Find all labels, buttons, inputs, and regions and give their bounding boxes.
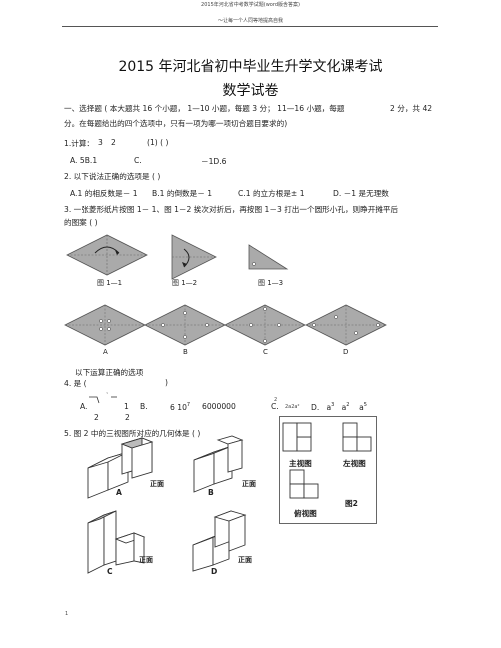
q5-front-a: 正面 <box>150 480 164 488</box>
q4-option-d-e3: 5 <box>363 402 367 408</box>
q4-option-d-e2: 2 <box>346 402 350 408</box>
q3-option-b-label: B <box>183 348 188 356</box>
q5-label-a: A <box>116 488 122 497</box>
section-intro-line1b: 2 分，共 42 <box>390 104 433 113</box>
q4-option-b-value2: 6000000 <box>202 402 236 411</box>
q3-option-a-label: A <box>103 348 108 356</box>
exam-title: 2015 年河北省初中毕业生升学文化课考试 <box>118 59 383 75</box>
q4-option-c: C. <box>271 402 279 411</box>
q3-fig-1-1 <box>66 234 148 276</box>
q3-fig-1-3-label: 图 1—3 <box>258 279 284 287</box>
q2-stem: 2. 以下说法正确的选项是 ( ) <box>64 172 161 181</box>
q5-top-view-figure <box>289 469 319 499</box>
q1-option-c: C. <box>134 156 142 165</box>
q5-main-view-figure <box>282 422 312 452</box>
q3-fig-1-1-label: 图 1—1 <box>97 279 123 287</box>
q4-option-a-radical <box>89 396 117 404</box>
q4-option-b-base: 6 10 <box>170 403 187 412</box>
q5-front-d: 正面 <box>238 556 252 564</box>
q5-label-d: D <box>211 567 218 576</box>
q3-fig-1-3 <box>248 244 289 270</box>
q5-label-c: C <box>107 567 113 576</box>
q3-stem-line1: 3. 一张菱形纸片按图 1－ 1、图 1－2 挨次对折后，再按图 1－3 打出一… <box>64 205 399 214</box>
q3-fig-1-2 <box>171 234 217 280</box>
q5-views-frame <box>279 416 377 524</box>
q1-stem: 1.计算： <box>64 139 95 148</box>
q4-stem-close: ) <box>165 378 168 387</box>
q3-option-b-figure <box>144 304 226 346</box>
q3-option-a-figure <box>64 304 146 346</box>
q4-option-d-a2: a <box>341 403 347 412</box>
q4-option-a-num: 1 <box>124 402 129 411</box>
q5-left-view-label: 左视图 <box>343 459 366 468</box>
q1-option-ab: A. 5B.1 <box>70 156 98 165</box>
q1-num2: 2 <box>111 138 116 147</box>
q2-option-b: B.1 的倒数是－ 1 <box>152 189 213 198</box>
section-intro-line1a: 一、选择题 ( 本大题共 16 个小题， 1—10 小题，每题 3 分； 11—… <box>64 104 345 113</box>
q3-option-c-figure <box>224 304 306 346</box>
q5-solid-a <box>87 437 154 499</box>
q1-num3: 3 <box>98 138 103 147</box>
q2-option-a: A.1 的相反数是－ 1 <box>70 189 138 198</box>
q1-paren: (1) ( ) <box>147 138 169 147</box>
q4-option-a-den2: 2 <box>125 413 130 422</box>
q5-solid-c <box>87 510 146 574</box>
q5-stem: 5. 图 2 中的三视图所对应的几何体是 ( ) <box>64 429 201 438</box>
doc-header-slogan: ～让每一个人同等地提高自我 <box>217 18 283 24</box>
header-rule <box>62 26 438 27</box>
q4-option-a-den1: 2 <box>94 413 99 422</box>
q4-option-d-e1: 3 <box>331 402 335 408</box>
q5-fig-label: 图2 <box>345 499 358 508</box>
q5-left-view-figure <box>342 422 372 452</box>
q3-option-d-label: D <box>343 348 349 356</box>
q4-option-d: D. a3 a2 a5 <box>311 402 367 412</box>
q4-option-d-label: D. <box>311 403 320 412</box>
q4-option-c-value: 2a2a² <box>285 404 300 410</box>
q4-option-b-value: 6 107 <box>170 402 190 412</box>
q2-option-d: D. －1 是无理数 <box>333 189 389 198</box>
q5-main-view-label: 主视图 <box>289 459 312 468</box>
q5-top-view-label: 俯视图 <box>294 509 317 518</box>
q4-option-c-exp: 2 <box>274 397 278 403</box>
q4-stem: 4. 是 ( <box>64 379 87 388</box>
page-number: 1 <box>65 611 69 617</box>
q5-front-c: 正面 <box>139 556 153 564</box>
q2-option-c: C.1 的立方根是± 1 <box>238 189 305 198</box>
q3-fig-1-2-label: 图 1—2 <box>172 279 198 287</box>
q5-front-b: 正面 <box>242 480 256 488</box>
q5-label-b: B <box>208 488 214 497</box>
q3-stem-line2: 的图案 ( ) <box>64 218 98 227</box>
q4-option-a-mark: ˇ <box>106 393 109 399</box>
q4-option-b: B. <box>140 402 148 411</box>
q3-option-d-figure <box>305 304 387 346</box>
q4-option-a: A. <box>80 402 88 411</box>
q5-solid-b <box>193 435 244 493</box>
q1-option-d: －1D.6 <box>201 157 227 166</box>
q4-pre: 以下运算正确的选项 <box>75 368 144 377</box>
q3-option-c-label: C <box>263 348 268 356</box>
q4-option-b-exp: 7 <box>186 402 191 408</box>
exam-subtitle: 数学试卷 <box>222 83 279 99</box>
section-intro-line2: 分。在每题给出的四个选项中，只有一项为哪一项切合题目要求的) <box>64 119 288 128</box>
q4-option-d-a3: a <box>359 403 364 412</box>
q4-option-d-a1: a <box>326 403 332 412</box>
doc-header-title: 2015年河北省中考数学试题(word版含答案) <box>201 2 300 8</box>
q5-solid-d <box>192 510 247 572</box>
